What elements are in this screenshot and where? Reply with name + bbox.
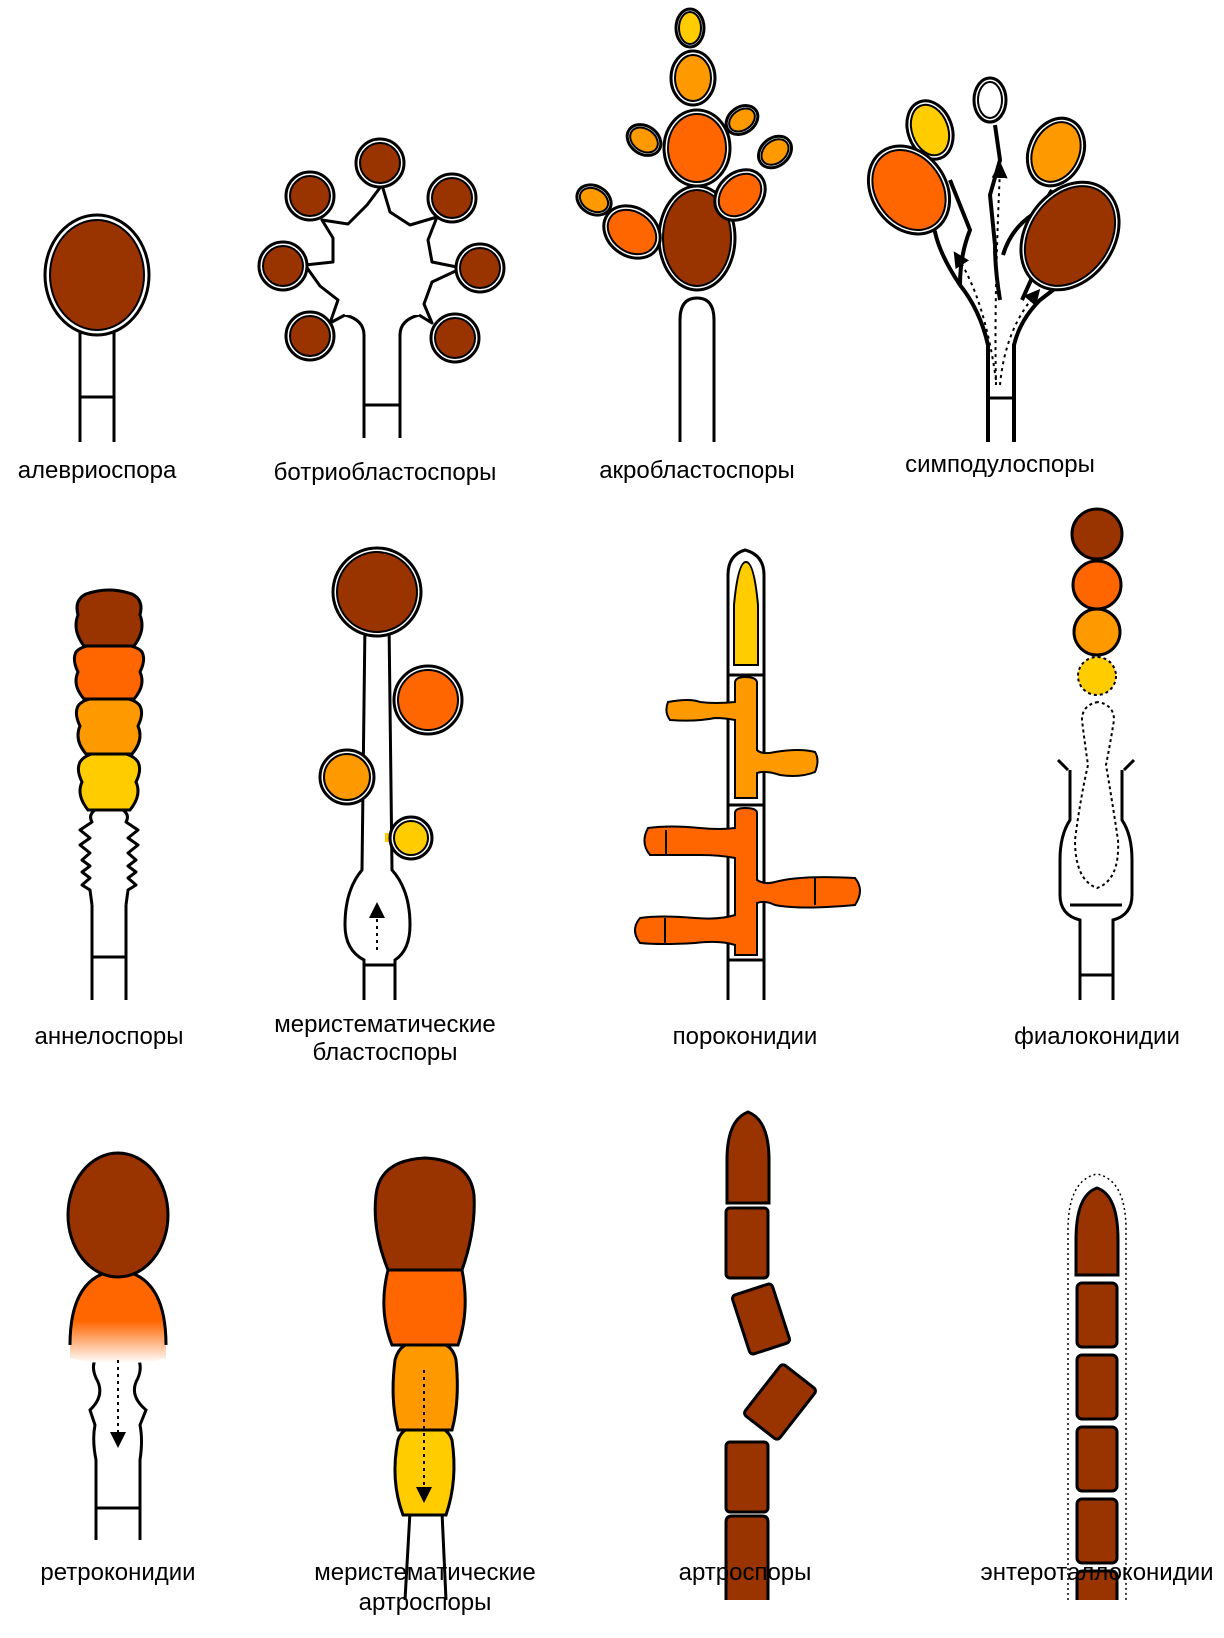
panel-poroconidia (635, 550, 860, 1000)
label-meristematic-arthrospores-line2: артроспоры (359, 1588, 492, 1618)
panel-meristematic-blastospores (320, 548, 462, 1000)
label-poroconidia: пороконидии (673, 1022, 818, 1052)
panel-phialoconidia (1058, 509, 1134, 1000)
panel-retroconidia (68, 1153, 168, 1540)
label-sympodulospores: симподулоспоры (905, 450, 1095, 480)
label-aleuriospore: алевриоспора (18, 456, 177, 486)
panel-arthrospores (726, 1112, 817, 1600)
panel-aleuriospore (45, 215, 149, 442)
label-enterothalloconidia: энтероталлоконидии (980, 1558, 1213, 1588)
panel-sympodulospores (852, 78, 1140, 442)
label-meristematic-blastospores-line1: меристематические (274, 1010, 496, 1040)
label-annellospores: аннелоспоры (35, 1022, 184, 1052)
label-botryoblastospores: ботриобластоспоры (274, 458, 497, 488)
panel-meristematic-arthrospores (375, 1158, 474, 1600)
label-meristematic-arthrospores-line1: меристематические (314, 1558, 536, 1588)
label-meristematic-blastospores-line2: бластоспоры (312, 1038, 457, 1068)
label-acroblastospores: акробластоспоры (599, 456, 795, 486)
panel-botryoblastospores (259, 139, 504, 438)
label-arthrospores: артроспоры (679, 1558, 812, 1588)
label-phialoconidia: фиалоконидии (1014, 1022, 1180, 1052)
panel-acroblastospores (571, 9, 797, 442)
label-retroconidia: ретроконидии (40, 1558, 195, 1588)
panel-enterothalloconidia (1068, 1174, 1126, 1600)
panel-annellospores (74, 590, 143, 1000)
